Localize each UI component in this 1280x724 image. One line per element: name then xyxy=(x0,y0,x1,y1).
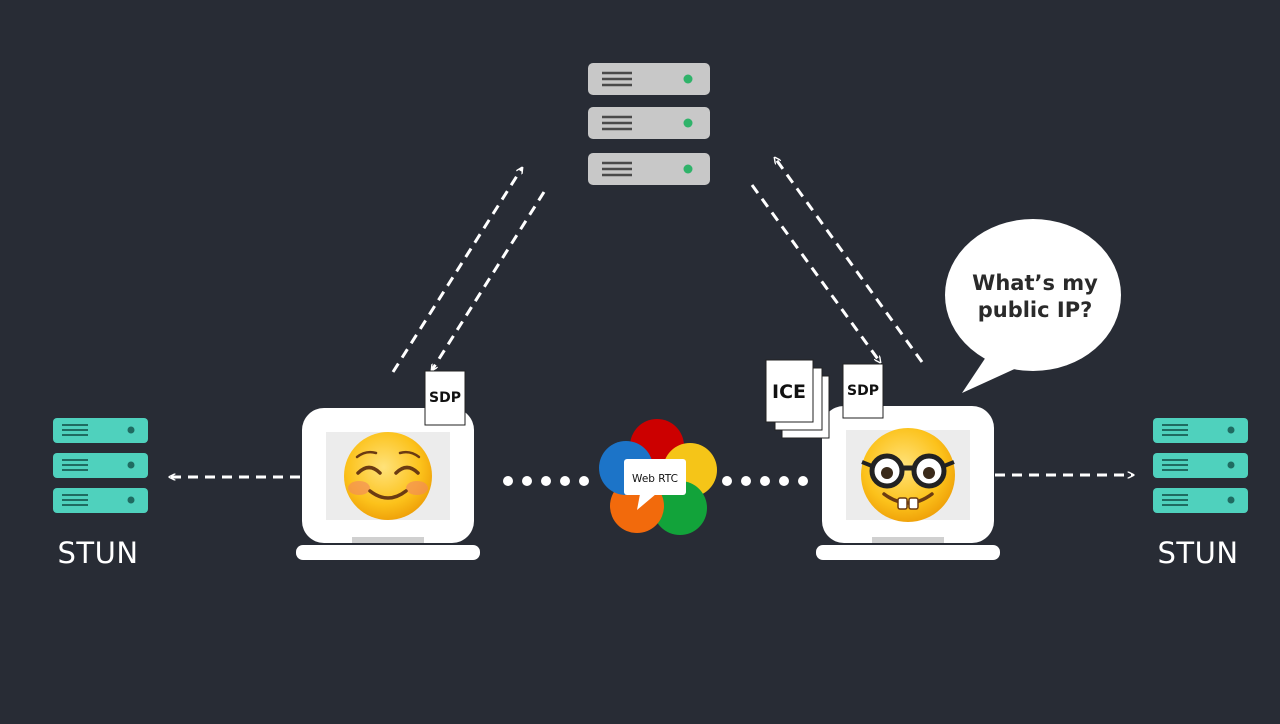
webrtc-logo-label: Web RTC xyxy=(632,473,678,485)
sdp-left-label: SDP xyxy=(429,390,461,406)
arrow-server-to-right xyxy=(750,184,880,362)
webrtc-logo-icon: Web RTC xyxy=(599,419,717,535)
nerd-face-emoji-icon xyxy=(861,428,955,522)
sdp-document-right: SDP xyxy=(842,363,884,419)
stun-server-right-icon xyxy=(1153,418,1248,513)
stun-right-label: STUN xyxy=(1157,536,1239,570)
signaling-arrows xyxy=(170,158,1133,477)
stun-server-left-icon xyxy=(53,418,148,513)
sdp-right-label: SDP xyxy=(847,383,879,399)
speech-bubble-line2: public IP? xyxy=(977,298,1093,322)
speech-bubble xyxy=(945,219,1121,393)
sdp-document-left: SDP xyxy=(424,370,466,426)
stun-left-label: STUN xyxy=(57,536,139,570)
p2p-dotted-connection xyxy=(503,476,808,486)
arrow-server-to-left xyxy=(432,191,546,370)
arrow-right-to-server xyxy=(775,158,924,363)
arrow-left-to-server xyxy=(391,168,522,373)
signaling-server-icon xyxy=(588,63,710,185)
ice-candidates-stack: ICE xyxy=(765,359,830,439)
smiling-face-emoji-icon xyxy=(344,432,432,520)
ice-label: ICE xyxy=(772,381,806,403)
speech-bubble-text: What’s my public IP? xyxy=(950,270,1120,324)
speech-bubble-line1: What’s my xyxy=(972,271,1098,295)
